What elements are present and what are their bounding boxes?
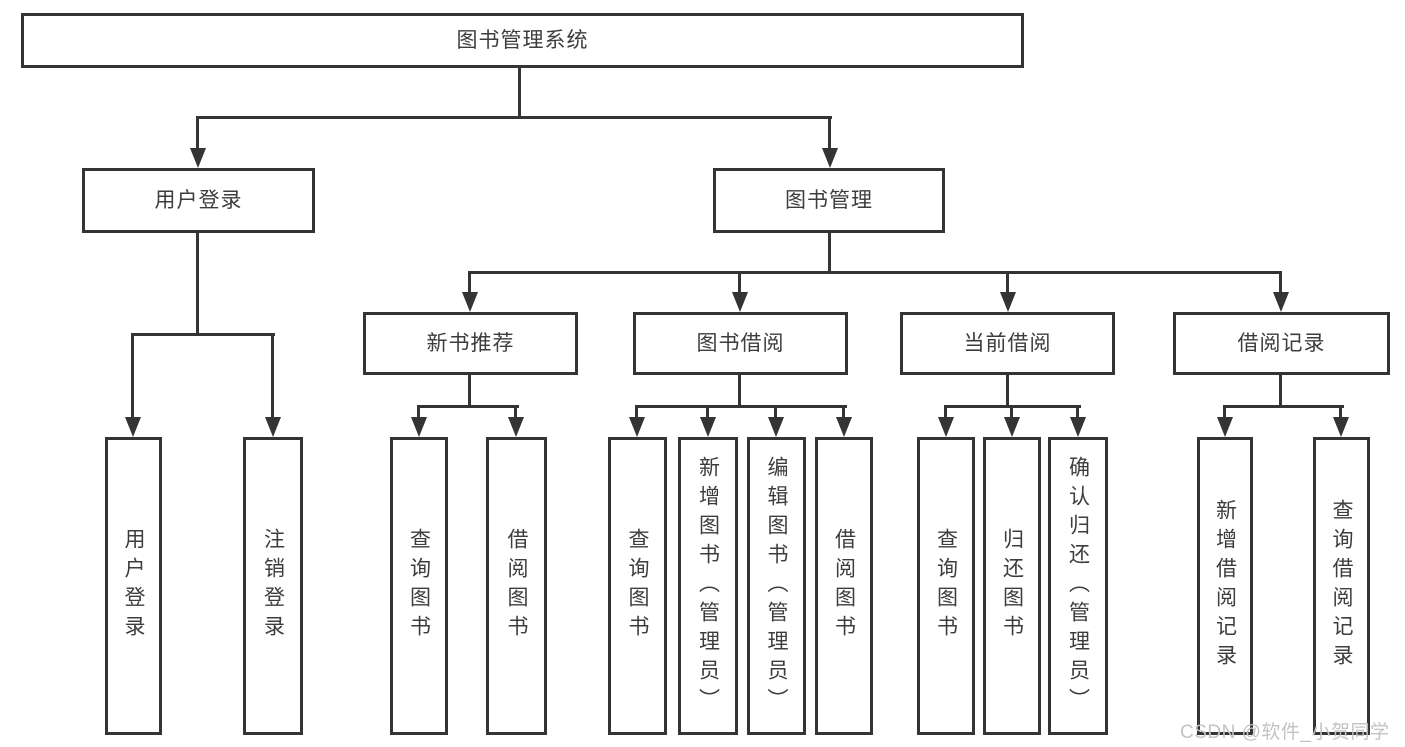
node-borrowing-records: 借阅记录 <box>1173 312 1390 375</box>
leaf-query-books-recommend: 查询图书 <box>390 437 448 735</box>
leaf-return-books: 归还图书 <box>983 437 1041 735</box>
node-label: 当前借阅 <box>963 331 1052 355</box>
node-label: 图书管理 <box>785 188 873 212</box>
leaf-label: 新增图书（管理员） <box>696 455 720 717</box>
connector-current-borrowing-stem <box>1006 375 1009 408</box>
leaf-logout: 注销登录 <box>243 437 303 735</box>
node-label: 新书推荐 <box>426 331 515 355</box>
leaf-user-login: 用户登录 <box>105 437 162 735</box>
leaf-query-books-current: 查询图书 <box>917 437 975 735</box>
connector-drop-leaf <box>1223 408 1226 418</box>
arrow-down-icon <box>1273 292 1289 312</box>
arrow-down-icon <box>938 417 954 437</box>
leaf-label: 借阅图书 <box>832 528 856 644</box>
leaf-confirm-return-admin: 确认归还（管理员） <box>1048 437 1108 735</box>
connector-drop-leaf <box>514 408 517 418</box>
arrow-down-icon <box>822 148 838 168</box>
connector-book-borrowing-stem <box>738 375 741 408</box>
node-book-management: 图书管理 <box>713 168 945 233</box>
node-label: 图书管理系统 <box>456 28 589 52</box>
connector-book-management-branch <box>468 271 1282 274</box>
connector-drop-book-borrowing <box>738 274 741 294</box>
leaf-label: 归还图书 <box>1000 528 1024 644</box>
leaf-label: 编辑图书（管理员） <box>765 455 788 717</box>
leaf-add-books-admin: 新增图书（管理员） <box>678 437 738 735</box>
leaf-edit-books-admin: 编辑图书（管理员） <box>747 437 806 735</box>
node-user-login: 用户登录 <box>82 168 315 233</box>
leaf-label: 借阅图书 <box>505 528 528 644</box>
connector-drop-current-borrowing <box>1006 274 1009 294</box>
leaf-label: 查询图书 <box>626 528 649 644</box>
connector-drop-leaf <box>842 408 845 418</box>
arrow-down-icon <box>125 417 141 437</box>
connector-book-management-stem <box>828 233 831 273</box>
node-current-borrowing: 当前借阅 <box>900 312 1115 375</box>
arrow-down-icon <box>1217 417 1233 437</box>
leaf-label: 注销登录 <box>261 528 285 644</box>
leaf-label: 新增借阅记录 <box>1213 499 1237 673</box>
node-label: 借阅记录 <box>1237 331 1326 355</box>
connector-drop-leaf <box>1339 408 1342 418</box>
leaf-query-books-borrow: 查询图书 <box>608 437 667 735</box>
connector-drop-new-book-recommendation <box>468 274 471 294</box>
connector-new-book-recommendation-stem <box>468 375 471 408</box>
connector-borrowing-branch <box>635 405 847 408</box>
leaf-label: 用户登录 <box>122 528 145 644</box>
arrow-down-icon <box>462 292 478 312</box>
connector-drop-leaf <box>635 408 638 418</box>
arrow-down-icon <box>1000 292 1016 312</box>
arrow-down-icon <box>836 417 852 437</box>
connector-root-stem <box>518 68 521 118</box>
leaf-borrow-books-recommend: 借阅图书 <box>486 437 547 735</box>
node-new-book-recommendation: 新书推荐 <box>363 312 578 375</box>
connector-drop-leaf-user-login <box>131 336 134 418</box>
connector-user-login-stem <box>196 233 199 335</box>
leaf-label: 查询图书 <box>407 528 431 644</box>
connector-drop-book-management <box>828 119 831 149</box>
arrow-down-icon <box>508 417 524 437</box>
connector-user-login-branch <box>131 333 275 336</box>
arrow-down-icon <box>768 417 784 437</box>
arrow-down-icon <box>190 148 206 168</box>
connector-drop-leaf <box>944 408 947 418</box>
arrow-down-icon <box>732 292 748 312</box>
node-book-management-system: 图书管理系统 <box>21 13 1024 68</box>
node-label: 用户登录 <box>154 188 243 212</box>
connector-drop-leaf <box>1010 408 1013 418</box>
node-book-borrowing: 图书借阅 <box>633 312 848 375</box>
leaf-label: 查询借阅记录 <box>1330 499 1353 673</box>
connector-records-branch <box>1223 405 1344 408</box>
connector-drop-leaf <box>774 408 777 418</box>
connector-drop-leaf <box>417 408 420 418</box>
connector-drop-user-login <box>196 119 199 149</box>
arrow-down-icon <box>265 417 281 437</box>
leaf-label: 查询图书 <box>934 528 958 644</box>
node-label: 图书借阅 <box>696 331 785 355</box>
connector-drop-borrowing-records <box>1279 274 1282 294</box>
arrow-down-icon <box>1333 417 1349 437</box>
arrow-down-icon <box>411 417 427 437</box>
leaf-query-borrow-record: 查询借阅记录 <box>1313 437 1370 735</box>
arrow-down-icon <box>1004 417 1020 437</box>
leaf-add-borrow-record: 新增借阅记录 <box>1197 437 1253 735</box>
connector-root-branch <box>196 116 832 119</box>
leaf-label: 确认归还（管理员） <box>1066 455 1090 717</box>
watermark: CSDN @软件_小贺同学 <box>1180 722 1390 743</box>
connector-drop-leaf <box>706 408 709 418</box>
connector-drop-leaf <box>1076 408 1079 418</box>
arrow-down-icon <box>700 417 716 437</box>
arrow-down-icon <box>1070 417 1086 437</box>
connector-recommendation-branch <box>417 405 519 408</box>
connector-borrowing-records-stem <box>1279 375 1282 408</box>
leaf-borrow-books: 借阅图书 <box>815 437 873 735</box>
connector-drop-leaf-logout <box>271 336 274 418</box>
connector-current-branch <box>944 405 1081 408</box>
arrow-down-icon <box>629 417 645 437</box>
